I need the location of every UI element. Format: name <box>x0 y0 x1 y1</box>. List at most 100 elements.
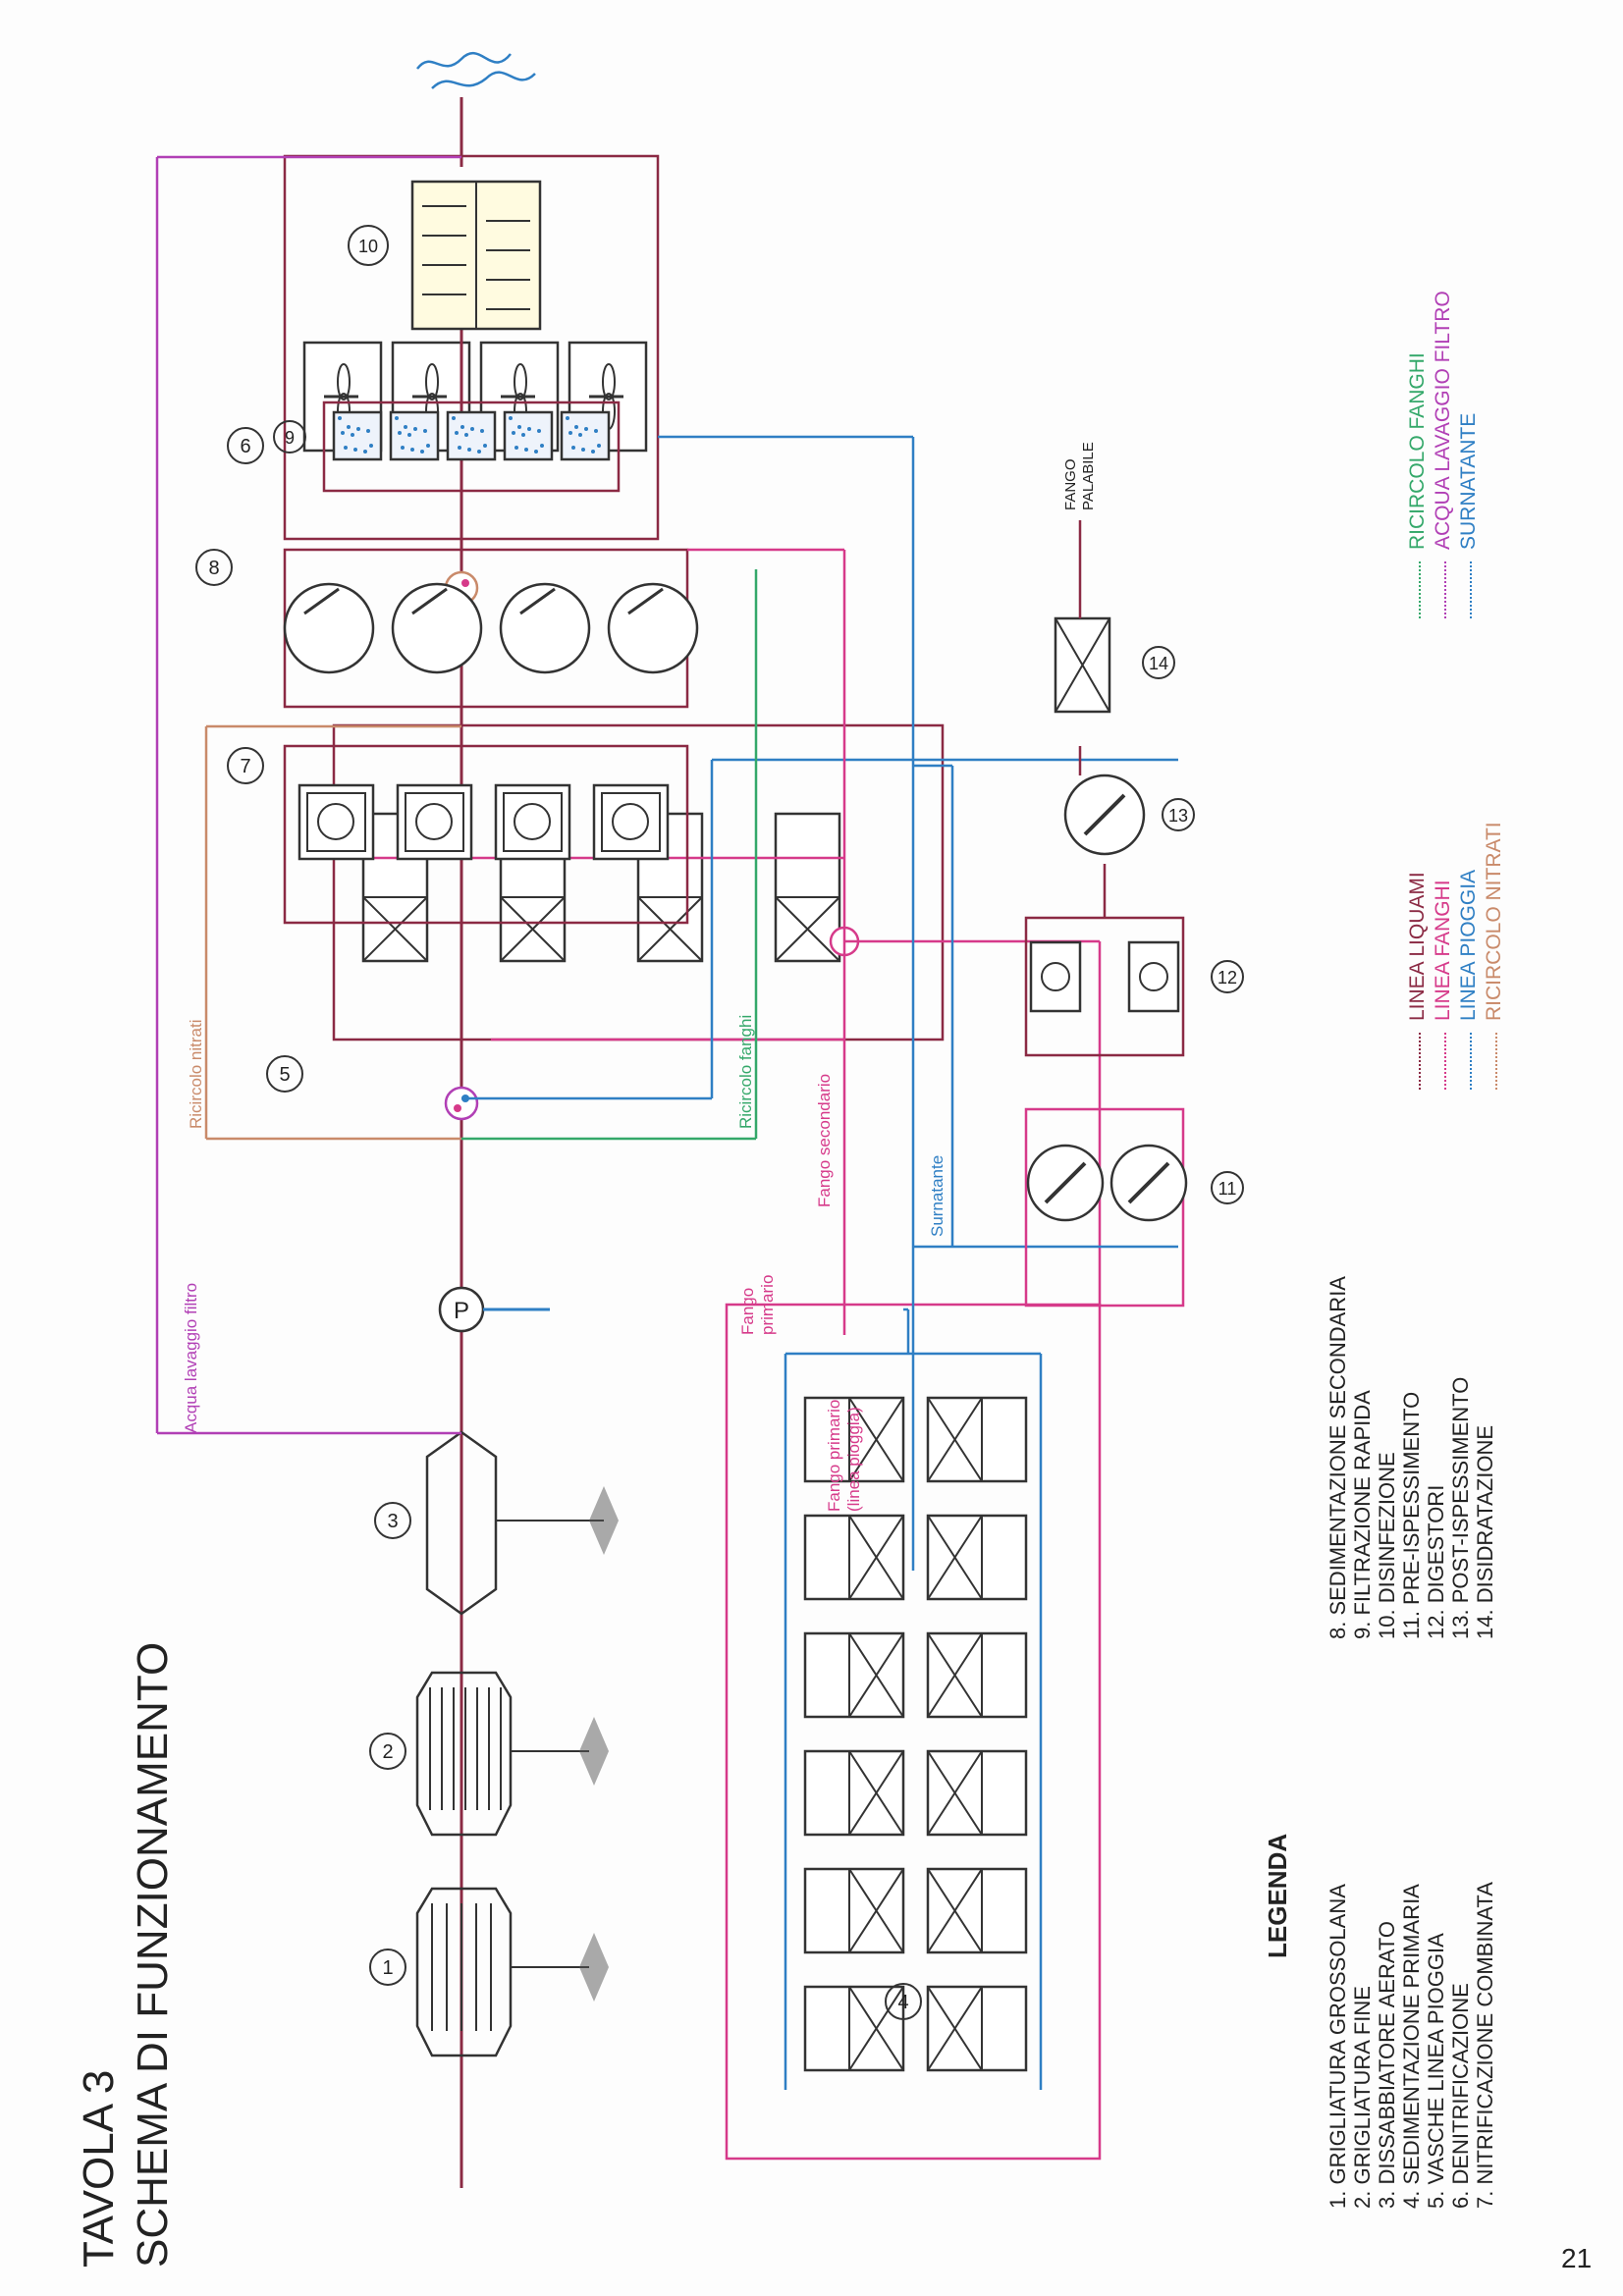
legenda-item: 6. DENITRIFICAZIONE <box>1448 1983 1473 2209</box>
nitrification-tanks <box>298 783 670 861</box>
secondary-clarifiers <box>283 582 699 674</box>
label-fango-primario-2: primario <box>758 1275 777 1335</box>
secondary-clarifier <box>499 582 591 674</box>
rain-tank <box>803 1867 905 1954</box>
legenda-item: 3. DISSABBIATORE AERATO <box>1375 1921 1399 2209</box>
rain-tank <box>803 1631 905 1719</box>
secondary-clarifier <box>283 582 375 674</box>
legend-row: LINEA PIOGGIA <box>1457 870 1480 1090</box>
legenda-item: 13. POST-ISPESSIMENTO <box>1448 1377 1473 1639</box>
legenda-item: 2. GRIGLIATURA FINE <box>1350 1986 1375 2209</box>
unit-number-1: 1 <box>382 1957 393 1979</box>
rain-tank <box>803 1749 905 1837</box>
legend-label: RICIRCOLO FANGHI <box>1406 352 1429 550</box>
unit-9-rapid-filtration: 9 <box>273 400 621 493</box>
legenda-item: 1. GRIGLIATURA GROSSOLANA <box>1325 1884 1350 2209</box>
label-fango-palabile-1: FANGO <box>1062 458 1079 510</box>
nitrification-tank <box>494 783 571 861</box>
page-title-line2: SCHEMA DI FUNZIONAMENTO <box>129 1642 177 2268</box>
nitrification-tank <box>592 783 670 861</box>
rapid-filter <box>389 410 440 461</box>
pump-label: P <box>454 1298 469 1324</box>
legend-label: ACQUA LAVAGGIO FILTRO <box>1432 291 1454 550</box>
unit-11-pre-thickening: 11 <box>1024 1107 1244 1308</box>
rain-tank <box>926 1985 1028 2072</box>
supernatant-line <box>658 435 1178 1571</box>
secondary-clarifier <box>391 582 483 674</box>
unit-number-5: 5 <box>279 1064 290 1086</box>
secondary-sludge-line <box>687 548 846 1335</box>
rain-tank <box>926 1867 1028 1954</box>
river-outlet <box>416 52 536 89</box>
unit-number-3: 3 <box>387 1511 398 1532</box>
rain-tank <box>926 1514 1028 1601</box>
legenda-item: 8. SEDIMENTAZIONE SECONDARIA <box>1325 1276 1350 1639</box>
rain-tank <box>803 1396 905 1483</box>
fango-primario-node <box>368 856 1102 1305</box>
legend-label: RICIRCOLO NITRATI <box>1483 822 1505 1021</box>
rain-tank <box>803 1985 905 2072</box>
rapid-filter <box>503 410 554 461</box>
unit-13-post-thickening: 13 <box>1063 774 1195 918</box>
unit-number-6: 6 <box>240 436 250 457</box>
filter-wash-line <box>155 155 461 1435</box>
unit-10-disinfection: 10 <box>348 180 542 331</box>
pipe-labels: Acqua lavaggio filtro Ricircolo nitrati … <box>182 442 1097 1512</box>
rapid-filter <box>332 410 383 461</box>
page-number: 21 <box>1561 2243 1592 2273</box>
unit-1-coarse-screen: 1 <box>369 1887 609 2057</box>
legenda-item: 14. DISIDRATAZIONE <box>1473 1425 1497 1639</box>
label-fango-primario-1: Fango <box>738 1288 757 1335</box>
unit-number-13: 13 <box>1168 806 1188 826</box>
unit-number-10: 10 <box>358 237 378 256</box>
page-title-block: TAVOLA 3 SCHEMA DI FUNZIONAMENTO <box>75 1642 177 2268</box>
legend-label: LINEA FANGHI <box>1432 880 1454 1021</box>
label-acqua-lavaggio: Acqua lavaggio filtro <box>182 1283 200 1433</box>
label-fango-pioggia-1: Fango primario <box>825 1400 843 1512</box>
legend-row: ACQUA LAVAGGIO FILTRO <box>1432 291 1454 618</box>
legenda-item: 12. DIGESTORI <box>1424 1485 1448 1639</box>
legend-row: LINEA LIQUAMI <box>1406 872 1429 1090</box>
legenda-heading: LEGENDA <box>1263 1834 1292 1958</box>
legend-row: SURNATANTE <box>1457 413 1480 618</box>
unit-12-digesters: 12 <box>1024 916 1244 1057</box>
legend-row: RICIRCOLO FANGHI <box>1406 352 1429 618</box>
unit-number-4: 4 <box>897 1992 908 2013</box>
rapid-filter <box>560 410 611 461</box>
pump: P <box>438 1286 550 1333</box>
nitrification-tank <box>298 783 375 861</box>
legenda-item: 9. FILTRAZIONE RAPIDA <box>1350 1390 1375 1639</box>
nitrification-tank <box>396 783 473 861</box>
rain-tank <box>926 1631 1028 1719</box>
sludge-recirculation-line <box>461 569 758 1141</box>
legend-row: LINEA FANGHI <box>1432 880 1454 1090</box>
unit-2-fine-screen: 2 <box>369 1671 609 1837</box>
legend-label: LINEA LIQUAMI <box>1406 872 1429 1021</box>
unit-3-grit-chamber: 3 <box>374 1430 619 1616</box>
unit-4-rain-tanks: 4 <box>725 1303 1102 2161</box>
rapid-filters <box>332 410 611 461</box>
legenda-item: 7. NITRIFICAZIONE COMBINATA <box>1473 1882 1497 2209</box>
unit-number-2: 2 <box>382 1741 393 1763</box>
label-fango-secondario: Fango secondario <box>815 1074 834 1207</box>
rapid-filter <box>446 410 497 461</box>
legend-label: LINEA PIOGGIA <box>1457 870 1480 1021</box>
unit-number-7: 7 <box>240 756 250 777</box>
label-fango-pioggia-2: (linea pioggia) <box>844 1407 863 1512</box>
legenda-item: 10. DISINFEZIONE <box>1375 1452 1399 1639</box>
legend-label: SURNATANTE <box>1457 413 1480 550</box>
upper-section: 7 8 9 10 <box>155 52 1244 1571</box>
label-surnatante: Surnatante <box>928 1155 947 1237</box>
unit-7-nitrification: 7 <box>227 744 689 925</box>
nitrate-recirculation-line <box>204 724 461 1141</box>
unit-number-11: 11 <box>1218 1179 1237 1199</box>
legenda-item: 11. PRE-ISPESSIMENTO <box>1399 1392 1424 1639</box>
legenda-item: 5. VASCHE LINEA PIOGGIA <box>1424 1933 1448 2209</box>
label-ricircolo-fanghi: Ricircolo fanghi <box>736 1015 755 1129</box>
